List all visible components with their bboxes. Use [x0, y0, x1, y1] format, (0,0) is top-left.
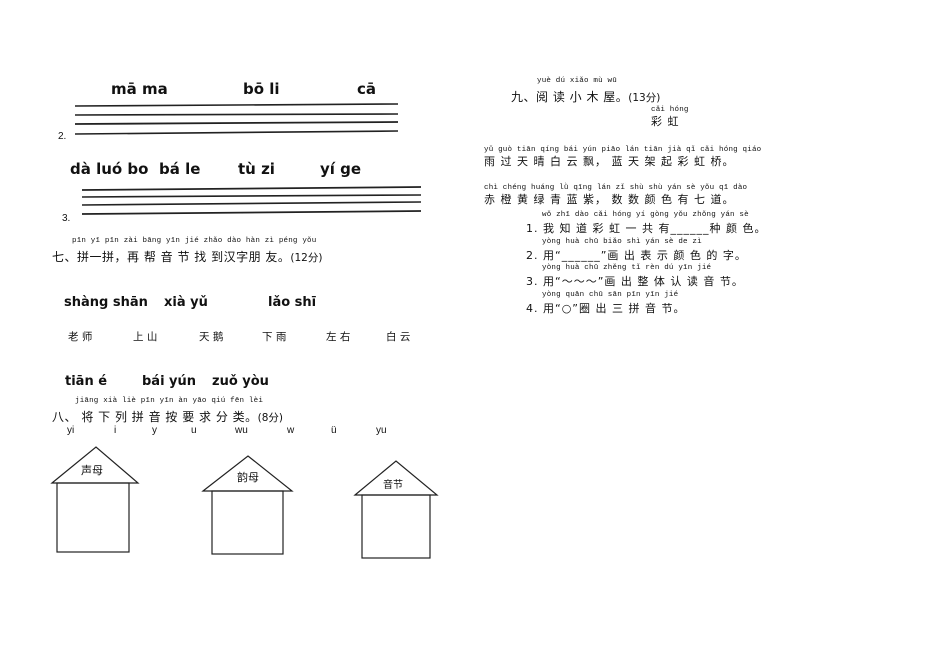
question-text: 1. 我 知 道 彩 虹 一 共 有______种 颜 色。: [526, 222, 767, 235]
poem-line: 赤 橙 黄 绿 青 蓝 紫， 数 数 颜 色 有 七 道。: [484, 193, 735, 206]
pinyin-word: tù zi: [238, 160, 275, 178]
hanzi-word: 天 鹅: [199, 331, 224, 343]
q9-pinyin: yuè dú xiǎo mù wū: [537, 77, 617, 85]
pinyin-word: zuǒ yòu: [212, 374, 269, 389]
question-text: 2. 用“______”画 出 表 示 颜 色 的 字。: [526, 249, 747, 262]
hanzi-word: 左 右: [326, 331, 351, 343]
row-number: 3.: [62, 213, 71, 224]
q7-heading: 七、拼一拼，再 帮 音 节 找 到汉字朋 友。(12分): [52, 246, 322, 265]
q8-pinyin: jiāng xià liè pīn yīn àn yāo qiú fēn lèi: [75, 397, 264, 405]
question-pinyin: yòng huà chū biǎo shì yán sè de zì: [542, 238, 702, 246]
syllable: u: [191, 425, 197, 436]
syllable: yi: [67, 425, 75, 436]
pinyin-word: cā: [357, 80, 377, 98]
question-pinyin: wǒ zhī dào cǎi hóng yí gòng yǒu zhǒng yá…: [542, 211, 749, 219]
pinyin-word: xià yǔ: [164, 295, 208, 310]
question-text: 4. 用“○”圈 出 三 拼 音 节。: [526, 302, 686, 315]
pinyin-word: bái yún: [142, 374, 197, 389]
q7-pinyin: pīn yī pīn zài bāng yīn jié zhǎo dào hàn…: [72, 237, 317, 245]
syllable: wu: [235, 425, 248, 436]
hanzi-word: 下 雨: [262, 331, 287, 343]
q9-heading: 九、阅 读 小 木 屋。(13分): [511, 86, 660, 105]
syllable: ü: [331, 425, 337, 436]
poem-line: 雨 过 天 晴 白 云 飘， 蓝 天 架 起 彩 虹 桥。: [484, 155, 735, 168]
poem-line-pinyin: chì chéng huáng lǜ qīng lán zǐ shù shù y…: [484, 184, 748, 192]
house-label: 音节: [383, 480, 403, 491]
syllable: y: [152, 425, 157, 436]
house-yinjie: [353, 460, 439, 559]
question-pinyin: yòng huà chū zhěng tǐ rèn dú yīn jié: [542, 264, 712, 272]
question-pinyin: yòng quān chū sān pīn yīn jié: [542, 291, 679, 299]
pinyin-word: bō li: [243, 80, 280, 98]
hanzi-word: 上 山: [133, 331, 158, 343]
house-label: 声母: [81, 464, 103, 477]
house-yunmu: [201, 455, 294, 555]
house-shengmu: [50, 446, 140, 553]
syllable: i: [114, 425, 117, 436]
q9-score: (13分): [628, 92, 661, 104]
q7-title: 七、拼一拼，再 帮 音 节 找 到汉字朋 友。: [52, 250, 291, 264]
poem-title-pinyin: cǎi hóng: [651, 106, 689, 114]
poem-line-pinyin: yǔ guò tiān qíng bái yún piāo lán tiān j…: [484, 146, 762, 154]
pinyin-word: lǎo shī: [268, 295, 317, 310]
hanzi-word: 白 云: [386, 331, 411, 343]
pinyin-word: bá le: [159, 160, 201, 178]
q9-title: 九、阅 读 小 木 屋。: [511, 90, 629, 104]
question-text: 3. 用“～～～”画 出 整 体 认 读 音 节。: [526, 275, 744, 288]
pinyin-word: mā ma: [111, 80, 168, 98]
q8-score: (8分): [257, 412, 284, 424]
hanzi-word: 老 师: [68, 331, 93, 343]
pinyin-word: yí ge: [320, 160, 362, 178]
writing-lines-2: [81, 186, 422, 215]
poem-title: 彩 虹: [651, 115, 680, 128]
row-number: 2.: [58, 131, 67, 142]
syllable: w: [287, 425, 295, 436]
pinyin-word: shàng shān: [64, 295, 148, 310]
house-label: 韵母: [237, 471, 259, 484]
writing-lines-1: [74, 103, 399, 135]
q8-heading: 八、 将 下 列 拼 音 按 要 求 分 类。(8分): [52, 406, 283, 425]
pinyin-word: dà luó bo: [70, 160, 149, 178]
q7-score: (12分): [290, 252, 323, 264]
q8-title: 八、 将 下 列 拼 音 按 要 求 分 类。: [52, 410, 258, 424]
syllable: yu: [376, 425, 387, 436]
pinyin-word: tiān é: [65, 374, 108, 389]
